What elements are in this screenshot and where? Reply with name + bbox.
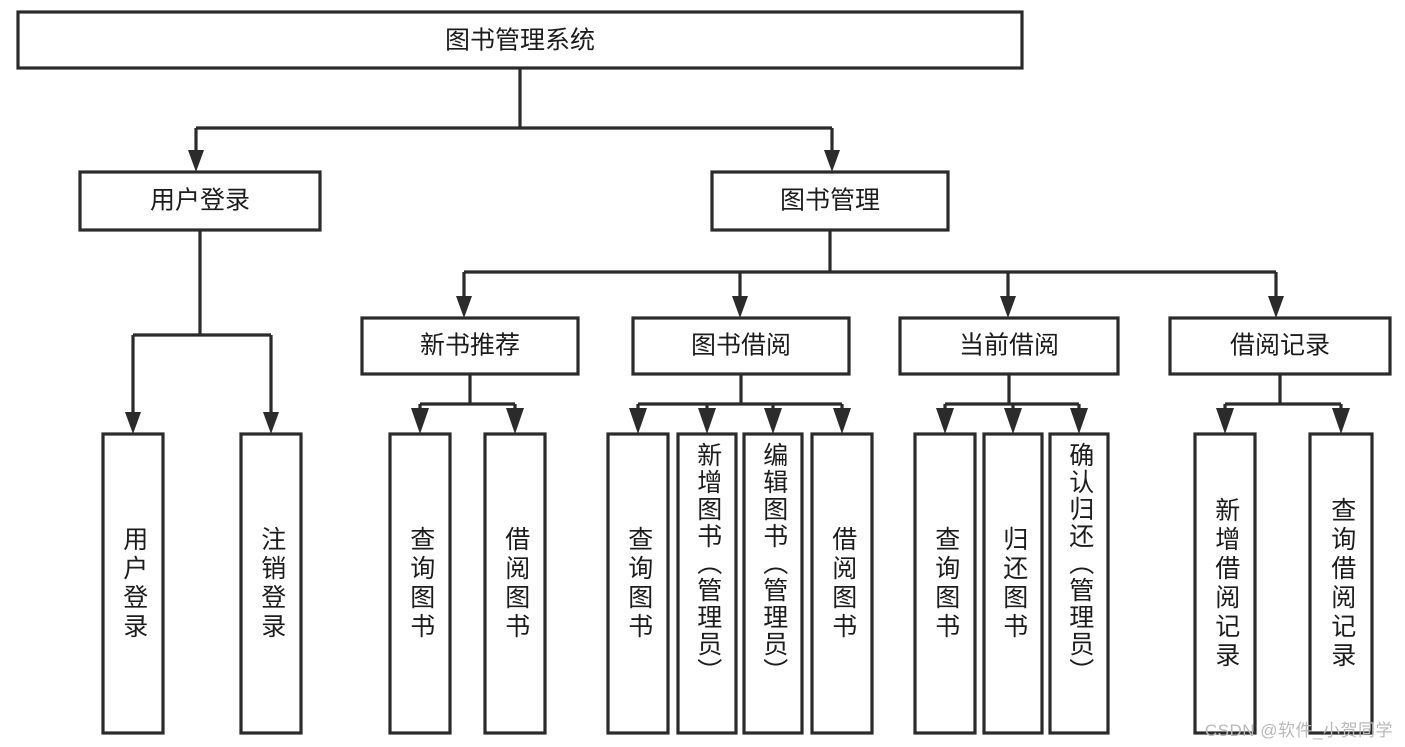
- node-box-user-login[interactable]: [78, 170, 322, 232]
- arrow-currentborrow-leaf-3: [1070, 408, 1088, 434]
- leaf-box-add-borrow-record[interactable]: [1193, 432, 1257, 735]
- leaf-box-borrow-book-1[interactable]: [483, 432, 547, 735]
- arrow-bookborrow-leaf-4: [833, 408, 851, 434]
- edges-layer: [125, 68, 1350, 434]
- node-label-book-borrow: 图书借阅: [691, 332, 791, 360]
- arrow-bookmgmt-to-currentborrow: [1000, 296, 1016, 318]
- arrow-newbook-leaf-2: [506, 408, 524, 434]
- arrow-newbook-leaf-1: [411, 408, 429, 434]
- node-label-current-borrow: 当前借阅: [959, 332, 1059, 360]
- leaf-box-confirm-return-admin[interactable]: [1048, 432, 1110, 735]
- leaf-box-query-book-3[interactable]: [913, 432, 977, 735]
- node-label-new-book-recommend: 新书推荐: [420, 332, 520, 360]
- arrow-bookborrow-leaf-1: [629, 408, 647, 434]
- leaf-box-query-book-2[interactable]: [606, 432, 670, 735]
- node-box-root[interactable]: [16, 10, 1024, 70]
- leaf-box-query-borrow-record[interactable]: [1308, 432, 1374, 735]
- arrow-currentborrow-leaf-1: [936, 408, 954, 434]
- arrow-root-to-user-login: [188, 150, 204, 172]
- node-box-book-management[interactable]: [710, 170, 950, 232]
- node-box-borrow-record[interactable]: [1168, 316, 1392, 376]
- arrow-bookmgmt-to-bookborrow: [732, 296, 748, 318]
- node-label-book-management: 图书管理: [780, 187, 880, 215]
- arrow-currentborrow-leaf-2: [1004, 408, 1022, 434]
- arrow-root-to-book-management: [824, 150, 840, 172]
- arrow-bookmgmt-to-borrowrecord: [1268, 296, 1284, 318]
- node-label-root: 图书管理系统: [445, 27, 595, 55]
- arrow-bookborrow-leaf-2: [698, 408, 716, 434]
- leaf-box-add-book-admin[interactable]: [676, 432, 738, 735]
- node-box-current-borrow[interactable]: [898, 316, 1120, 376]
- leaf-box-user-logout[interactable]: [239, 432, 303, 735]
- nodes-layer: 图书管理系统 用户登录 图书管理 新书推荐 图书借阅 当前借阅 借阅记录: [16, 10, 1392, 735]
- leaf-box-query-book-1[interactable]: [388, 432, 452, 735]
- arrow-userlogin-leaf-2: [263, 412, 279, 434]
- leaf-box-return-book[interactable]: [982, 432, 1044, 735]
- node-label-user-login: 用户登录: [150, 187, 250, 215]
- arrow-borrowrecord-leaf-1: [1216, 408, 1234, 434]
- csdn-watermark: CSDN @软件_小贺同学: [1204, 721, 1393, 740]
- arrow-bookborrow-leaf-3: [764, 408, 782, 434]
- leaf-box-user-login[interactable]: [101, 432, 165, 735]
- leaf-box-borrow-book-2[interactable]: [810, 432, 874, 735]
- leaf-box-edit-book-admin[interactable]: [742, 432, 804, 735]
- node-box-book-borrow[interactable]: [631, 316, 851, 376]
- node-label-borrow-record: 借阅记录: [1230, 332, 1330, 360]
- arrow-bookmgmt-to-newbook: [456, 296, 472, 318]
- arrow-borrowrecord-leaf-2: [1332, 408, 1350, 434]
- node-box-new-book-recommend[interactable]: [360, 316, 580, 376]
- arrow-userlogin-leaf-1: [125, 412, 141, 434]
